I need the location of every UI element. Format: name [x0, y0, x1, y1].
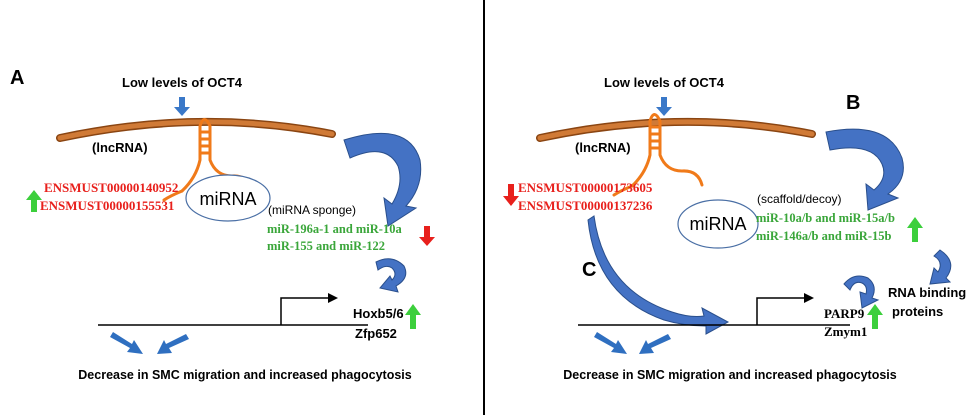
lncrna-hairpin-icon-b: [612, 113, 704, 197]
mirna-list-line-2: miR-155 and miR-122: [267, 239, 385, 253]
gene-up-arrow-icon: [405, 304, 421, 329]
transcript-down-arrow-icon: [503, 184, 519, 206]
role-label-b: (scaffold/decoy): [757, 192, 842, 206]
gene-2: Zfp652: [355, 326, 397, 341]
rbp-curved-arrow-icon: [929, 249, 952, 285]
oct4-down-arrow-icon: [174, 97, 190, 116]
gene-1: Hoxb5/6: [353, 306, 404, 321]
mirna-up-arrow-icon: [907, 217, 923, 242]
promoter-arrow-icon-b: [756, 293, 814, 325]
oct4-label-b: Low levels of OCT4: [604, 75, 725, 90]
rbp-label-line-1: RNA binding: [888, 285, 966, 300]
gene-2-b: Zmym1: [824, 324, 867, 339]
regulation-curved-arrow-icon-b: [825, 128, 904, 211]
sweeping-arrow-icon: [587, 215, 730, 335]
panel-b-label: B: [846, 92, 860, 114]
gene-up-arrow-icon-b: [867, 304, 883, 329]
mirna-label-b: miRNA: [690, 214, 747, 234]
transcript-2: ENSMUST00000155531: [40, 198, 174, 213]
mirna-list-line-1: miR-196a-1 and miR-10a: [267, 222, 402, 236]
mirna-list-line-1-b: miR-10a/b and miR-15a/b: [756, 211, 895, 225]
outcome-arrow-right-icon-b: [639, 334, 671, 354]
lncrna-label-b: (lncRNA): [575, 140, 631, 155]
outcome-text: Decrease in SMC migration and increased …: [78, 368, 411, 382]
mirna-label: miRNA: [200, 189, 257, 209]
mirna-down-arrow-icon: [419, 226, 435, 246]
lncrna-label: (lncRNA): [92, 140, 148, 155]
transcript-2-b: ENSMUST00000137236: [518, 198, 653, 213]
panel-a-label: A: [10, 67, 24, 89]
role-label: (miRNA sponge): [268, 203, 356, 217]
membrane-arc-fill-b: [537, 119, 815, 141]
outcome-arrow-right-icon: [157, 334, 189, 354]
mirna-list-line-2-b: miR-146a/b and miR-15b: [756, 229, 891, 243]
panel-a: A Low levels of OCT4 (lncRNA) ENSMUST000…: [10, 67, 435, 382]
mirna-ellipse: [185, 174, 271, 222]
outcome-arrow-left-icon: [110, 332, 143, 354]
outcome-text-b: Decrease in SMC migration and increased …: [563, 368, 896, 382]
outcome-arrow-left-icon-b: [594, 332, 627, 354]
mirna-ellipse-b: [677, 199, 759, 249]
transcript-1-b: ENSMUST00000173605: [518, 180, 653, 195]
oct4-down-arrow-icon-b: [656, 97, 672, 116]
loop-arrow-icon-b: [843, 275, 880, 309]
oct4-label: Low levels of OCT4: [122, 75, 243, 90]
loop-arrow-icon: [375, 258, 407, 293]
promoter-arrow-icon: [280, 293, 338, 325]
membrane-arc-fill: [57, 119, 335, 141]
gene-1-b: PARP9: [824, 306, 865, 321]
transcript-1: ENSMUST00000140952: [44, 180, 178, 195]
rbp-label-line-2: proteins: [892, 304, 943, 319]
transcript-up-arrow-icon: [26, 190, 42, 212]
panel-c-label: C: [582, 259, 596, 281]
regulation-curved-arrow-icon: [343, 132, 422, 227]
panel-b: Low levels of OCT4 B (lncRNA) ENSMUST000…: [503, 75, 966, 382]
